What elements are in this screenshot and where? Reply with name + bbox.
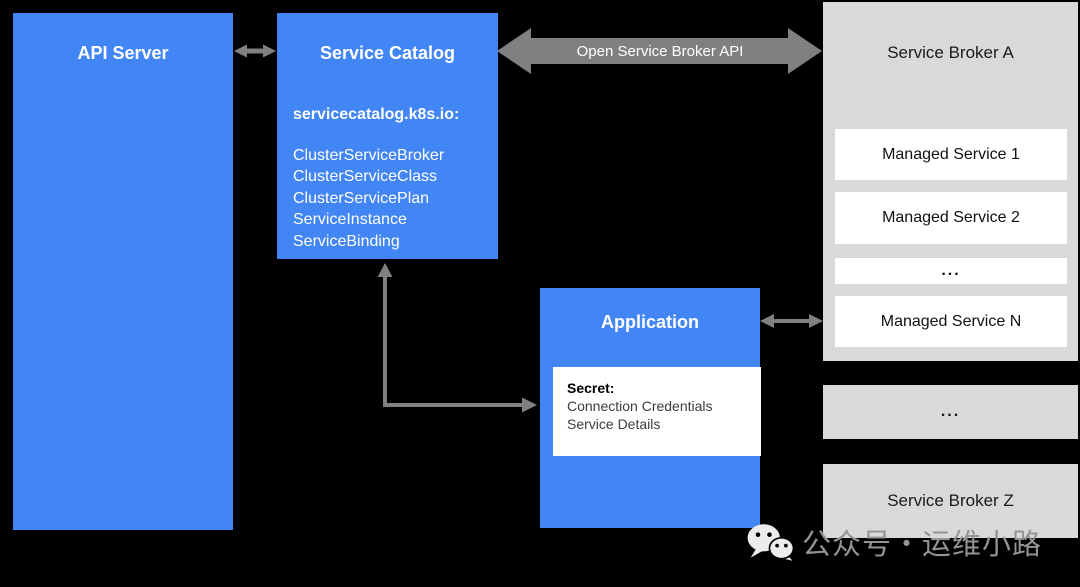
service-broker-z-box: Service Broker Z: [823, 464, 1078, 538]
managed-service-box: Managed Service 1: [835, 129, 1067, 180]
managed-service-ellipsis-box: ...: [835, 258, 1067, 284]
resource-item: ClusterServicePlan: [293, 189, 430, 207]
watermark-text: 公众号・运维小路: [802, 529, 1043, 561]
watermark: 公众号・运维小路: [746, 521, 1042, 563]
api-server-title: API Server: [77, 43, 169, 63]
service-broker-z-title: Service Broker Z: [887, 491, 1014, 510]
service-broker-a-box: Service Broker A Managed Service 1 Manag…: [823, 2, 1078, 361]
secret-line: Service Details: [567, 416, 661, 432]
resource-item: ClusterServiceBroker: [293, 147, 445, 164]
brokers-ellipsis-box: ...: [823, 385, 1078, 439]
application-title: Application: [601, 312, 699, 332]
service-catalog-title: Service Catalog: [319, 43, 456, 63]
catalog-application-arrow: [377, 263, 537, 413]
service-catalog-resource-list: ClusterServiceBroker ClusterServiceClass…: [293, 145, 444, 252]
secret-box: Secret: Connection Credentials Service D…: [553, 367, 761, 456]
application-service-arrow: [760, 314, 823, 328]
resource-item: ServiceBinding: [293, 232, 400, 250]
api-catalog-arrow: [234, 44, 276, 58]
secret-line: Connection Credentials: [567, 398, 713, 414]
service-broker-a-title: Service Broker A: [887, 43, 1014, 62]
secret-title: Secret:: [567, 380, 615, 396]
osb-api-arrow-label: Open Service Broker API: [576, 43, 744, 60]
service-catalog-api-group: servicecatalog.k8s.io:: [293, 106, 460, 123]
managed-service-box: Managed Service 2: [835, 192, 1067, 244]
application-box: Application Secret: Connection Credentia…: [540, 288, 761, 528]
managed-service-box: Managed Service N: [835, 296, 1067, 347]
service-catalog-box: Service Catalog servicecatalog.k8s.io: C…: [277, 13, 498, 259]
api-server-box: API Server: [13, 13, 233, 530]
resource-item: ServiceInstance: [293, 211, 407, 229]
resource-item: ClusterServiceClass: [293, 168, 438, 186]
wechat-icon: [747, 524, 794, 561]
